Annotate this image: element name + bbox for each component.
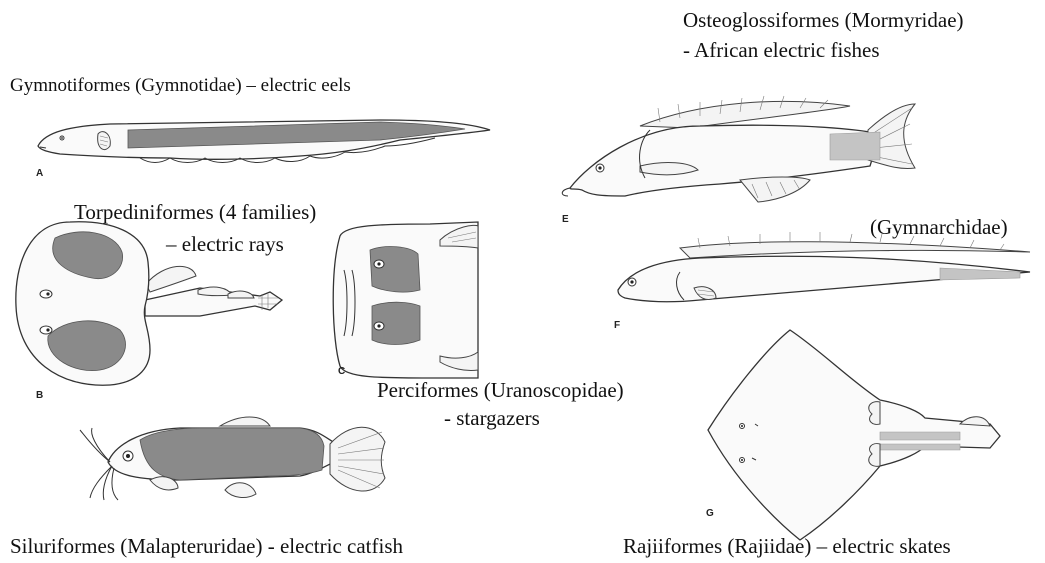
mormyrid-illustration [562,96,915,202]
panel-letter-g: G [706,508,714,519]
skate-electric-organ [880,432,960,440]
panel-letter-b: B [36,390,43,401]
stargazer-electric-organ-top [370,247,420,293]
caption-electric-rays: – electric rays [166,232,284,256]
caption-osteoglossiformes: Osteoglossiformes (Mormyridae) [683,8,964,32]
caption-rajiiformes: Rajiiformes (Rajiidae) – electric skates [623,534,951,558]
panel-letter-a: A [36,168,43,179]
catfish-electric-organ [140,428,324,480]
gymnarchid-illustration [618,232,1030,302]
electric-catfish-illustration [80,417,385,500]
caption-gymnotiformes: Gymnotiformes (Gymnotidae) – electric ee… [10,74,351,98]
caption-gymnarchidae: (Gymnarchidae) [870,215,1008,239]
caption-torpediniformes: Torpediniformes (4 families) [74,200,316,224]
electric-skate-illustration [708,330,1000,540]
caption-stargazers: - stargazers [444,406,540,430]
caption-siluriformes: Siluriformes (Malapteruridae) - electric… [10,534,403,558]
electric-eel-illustration [38,120,490,163]
caption-perciformes: Perciformes (Uranoscopidae) [377,378,624,402]
panel-letter-c: C [338,366,345,377]
mormyrid-electric-organ [830,132,880,160]
panel-letter-e: E [562,214,569,225]
stargazer-illustration [333,222,478,378]
panel-letter-f: F [614,320,620,331]
caption-african-electric-fishes: - African electric fishes [683,38,880,62]
